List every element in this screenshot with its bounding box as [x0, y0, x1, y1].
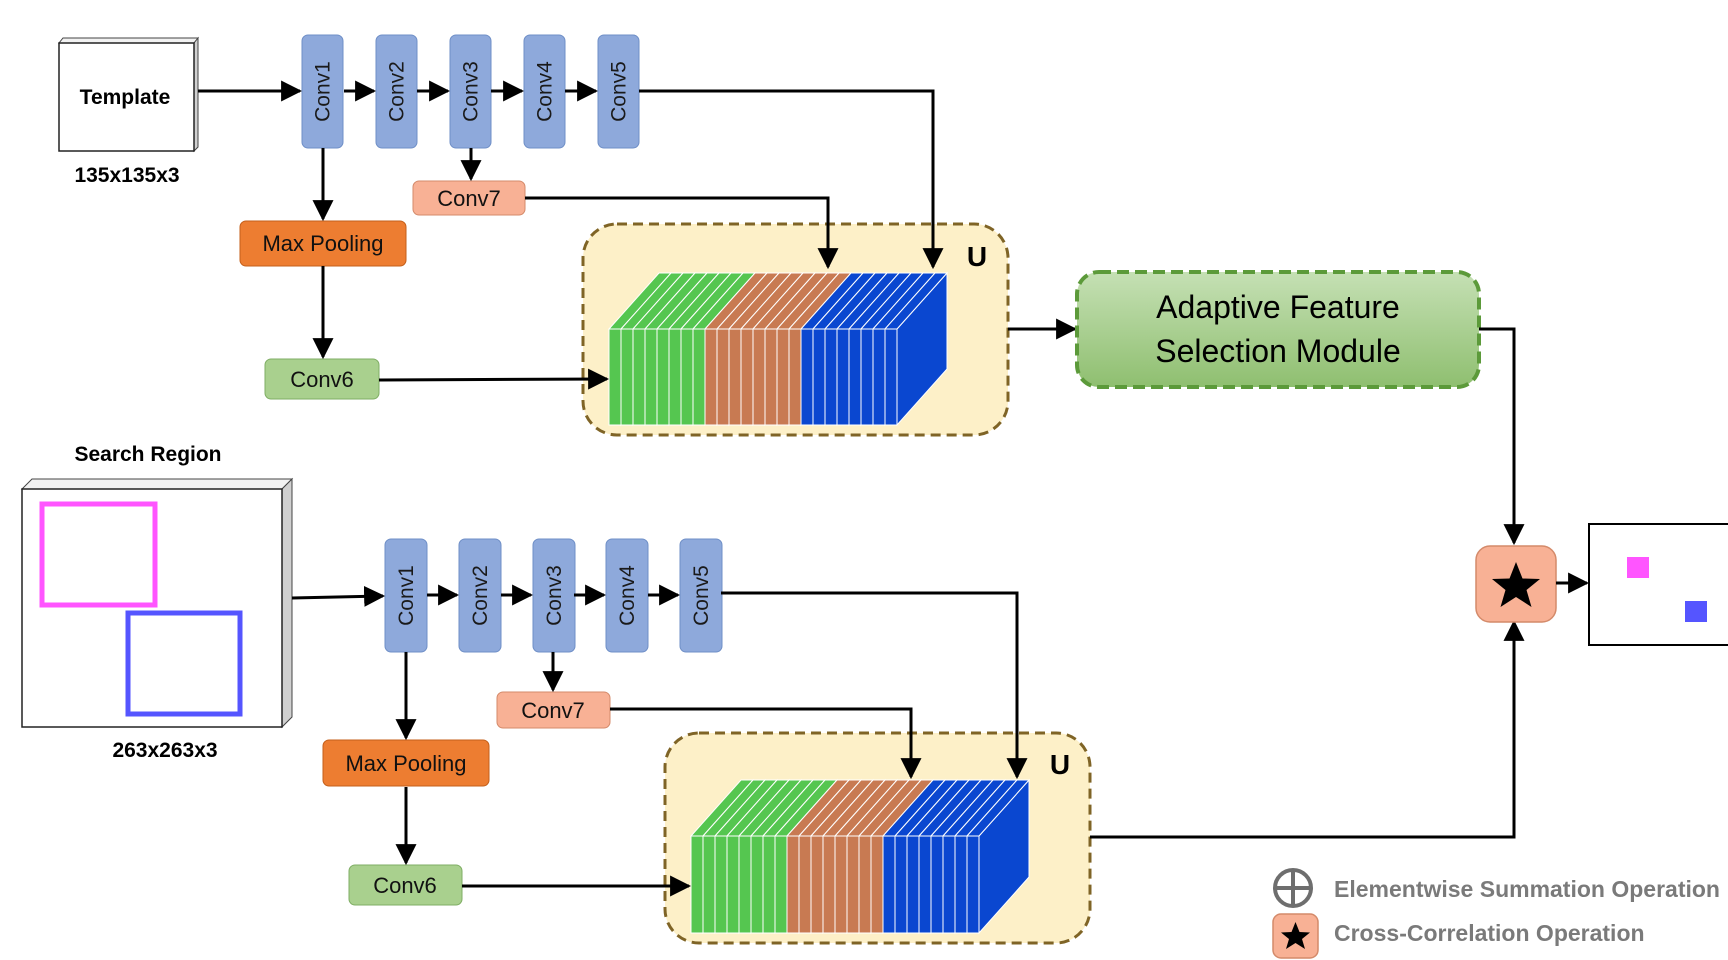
bottom-conv4-block: Conv4 [605, 538, 649, 653]
bottom-union-symbol: U [1050, 749, 1070, 780]
bottom-feature-stack [689, 778, 1031, 935]
bottom-branch: Conv1 Conv2 Conv3 Conv4 Conv5 Conv7 Max Pool… [291, 538, 1092, 945]
template-label: Template [80, 86, 171, 109]
afsm-label-line2: Selection Module [1155, 333, 1400, 369]
top-conv7-label: Conv7 [437, 186, 501, 211]
top-conv6-label: Conv6 [290, 367, 354, 392]
bottom-conv5-label: Conv5 [690, 565, 713, 626]
bottom-conv1-label: Conv1 [395, 565, 418, 626]
circle-plus-icon [1273, 868, 1313, 908]
top-conv5-block: Conv5 [597, 34, 640, 149]
bottom-conv7-block: Conv7 [496, 691, 611, 729]
top-union-symbol: U [967, 241, 987, 272]
cross-correlation-node [1475, 545, 1557, 623]
top-feature-stack [607, 271, 949, 427]
top-conv4-block: Conv4 [523, 34, 566, 149]
legend-summation-label: Elementwise Summation Operation [1334, 876, 1720, 902]
bottom-conv6-label: Conv6 [373, 873, 437, 898]
search-region-title: Search Region [74, 443, 221, 466]
top-conv6-block: Conv6 [264, 358, 380, 400]
top-maxpool-label: Max Pooling [262, 231, 383, 256]
output-response-map [1588, 523, 1728, 646]
blue-bounding-box [125, 610, 243, 717]
legend-star-box [1272, 913, 1319, 959]
output-blue-marker [1685, 601, 1707, 622]
bottom-conv3-label: Conv3 [543, 565, 566, 626]
search-size-label: 263x263x3 [112, 739, 217, 762]
bottom-conv5-block: Conv5 [679, 538, 723, 653]
afsm-label-line1: Adaptive Feature [1156, 289, 1400, 325]
bottom-conv1-block: Conv1 [384, 538, 428, 653]
top-blue-slab [883, 271, 949, 427]
search-region-image [20, 477, 294, 729]
bottom-maxpool-block: Max Pooling [322, 739, 490, 787]
top-conv2-label: Conv2 [386, 61, 409, 122]
template-image: Template [57, 36, 200, 153]
bottom-conv2-block: Conv2 [458, 538, 502, 653]
legend: Elementwise Summation Operation Cross-Co… [1272, 868, 1720, 959]
output-pink-marker [1627, 557, 1649, 578]
top-conv4-label: Conv4 [534, 61, 557, 122]
top-conv1-block: Conv1 [301, 34, 344, 149]
template-size-label: 135x135x3 [74, 164, 179, 187]
top-conv1-label: Conv1 [312, 61, 335, 122]
top-branch: Conv1 Conv2 Conv3 Conv4 Conv5 Conv7 Max Pool… [198, 34, 1078, 437]
top-conv7-block: Conv7 [412, 180, 526, 216]
top-conv2-block: Conv2 [375, 34, 418, 149]
pink-bounding-box [39, 501, 158, 608]
bottom-conv6-block: Conv6 [348, 864, 463, 906]
bottom-conv7-label: Conv7 [521, 698, 585, 723]
bottom-conv2-label: Conv2 [469, 565, 492, 626]
legend-star-icon [1281, 922, 1310, 949]
top-conv5-label: Conv5 [608, 61, 631, 122]
bottom-blue-slab [965, 778, 1031, 935]
bottom-conv3-block: Conv3 [532, 538, 576, 653]
top-maxpool-block: Max Pooling [239, 220, 407, 267]
bottom-maxpool-label: Max Pooling [345, 751, 466, 776]
legend-cross-correlation-label: Cross-Correlation Operation [1334, 920, 1645, 946]
top-conv3-block: Conv3 [449, 34, 492, 149]
afsm-block: Adaptive Feature Selection Module [1075, 270, 1481, 389]
star-icon [1492, 562, 1540, 607]
top-conv3-label: Conv3 [460, 61, 483, 122]
bottom-conv4-label: Conv4 [616, 565, 639, 626]
